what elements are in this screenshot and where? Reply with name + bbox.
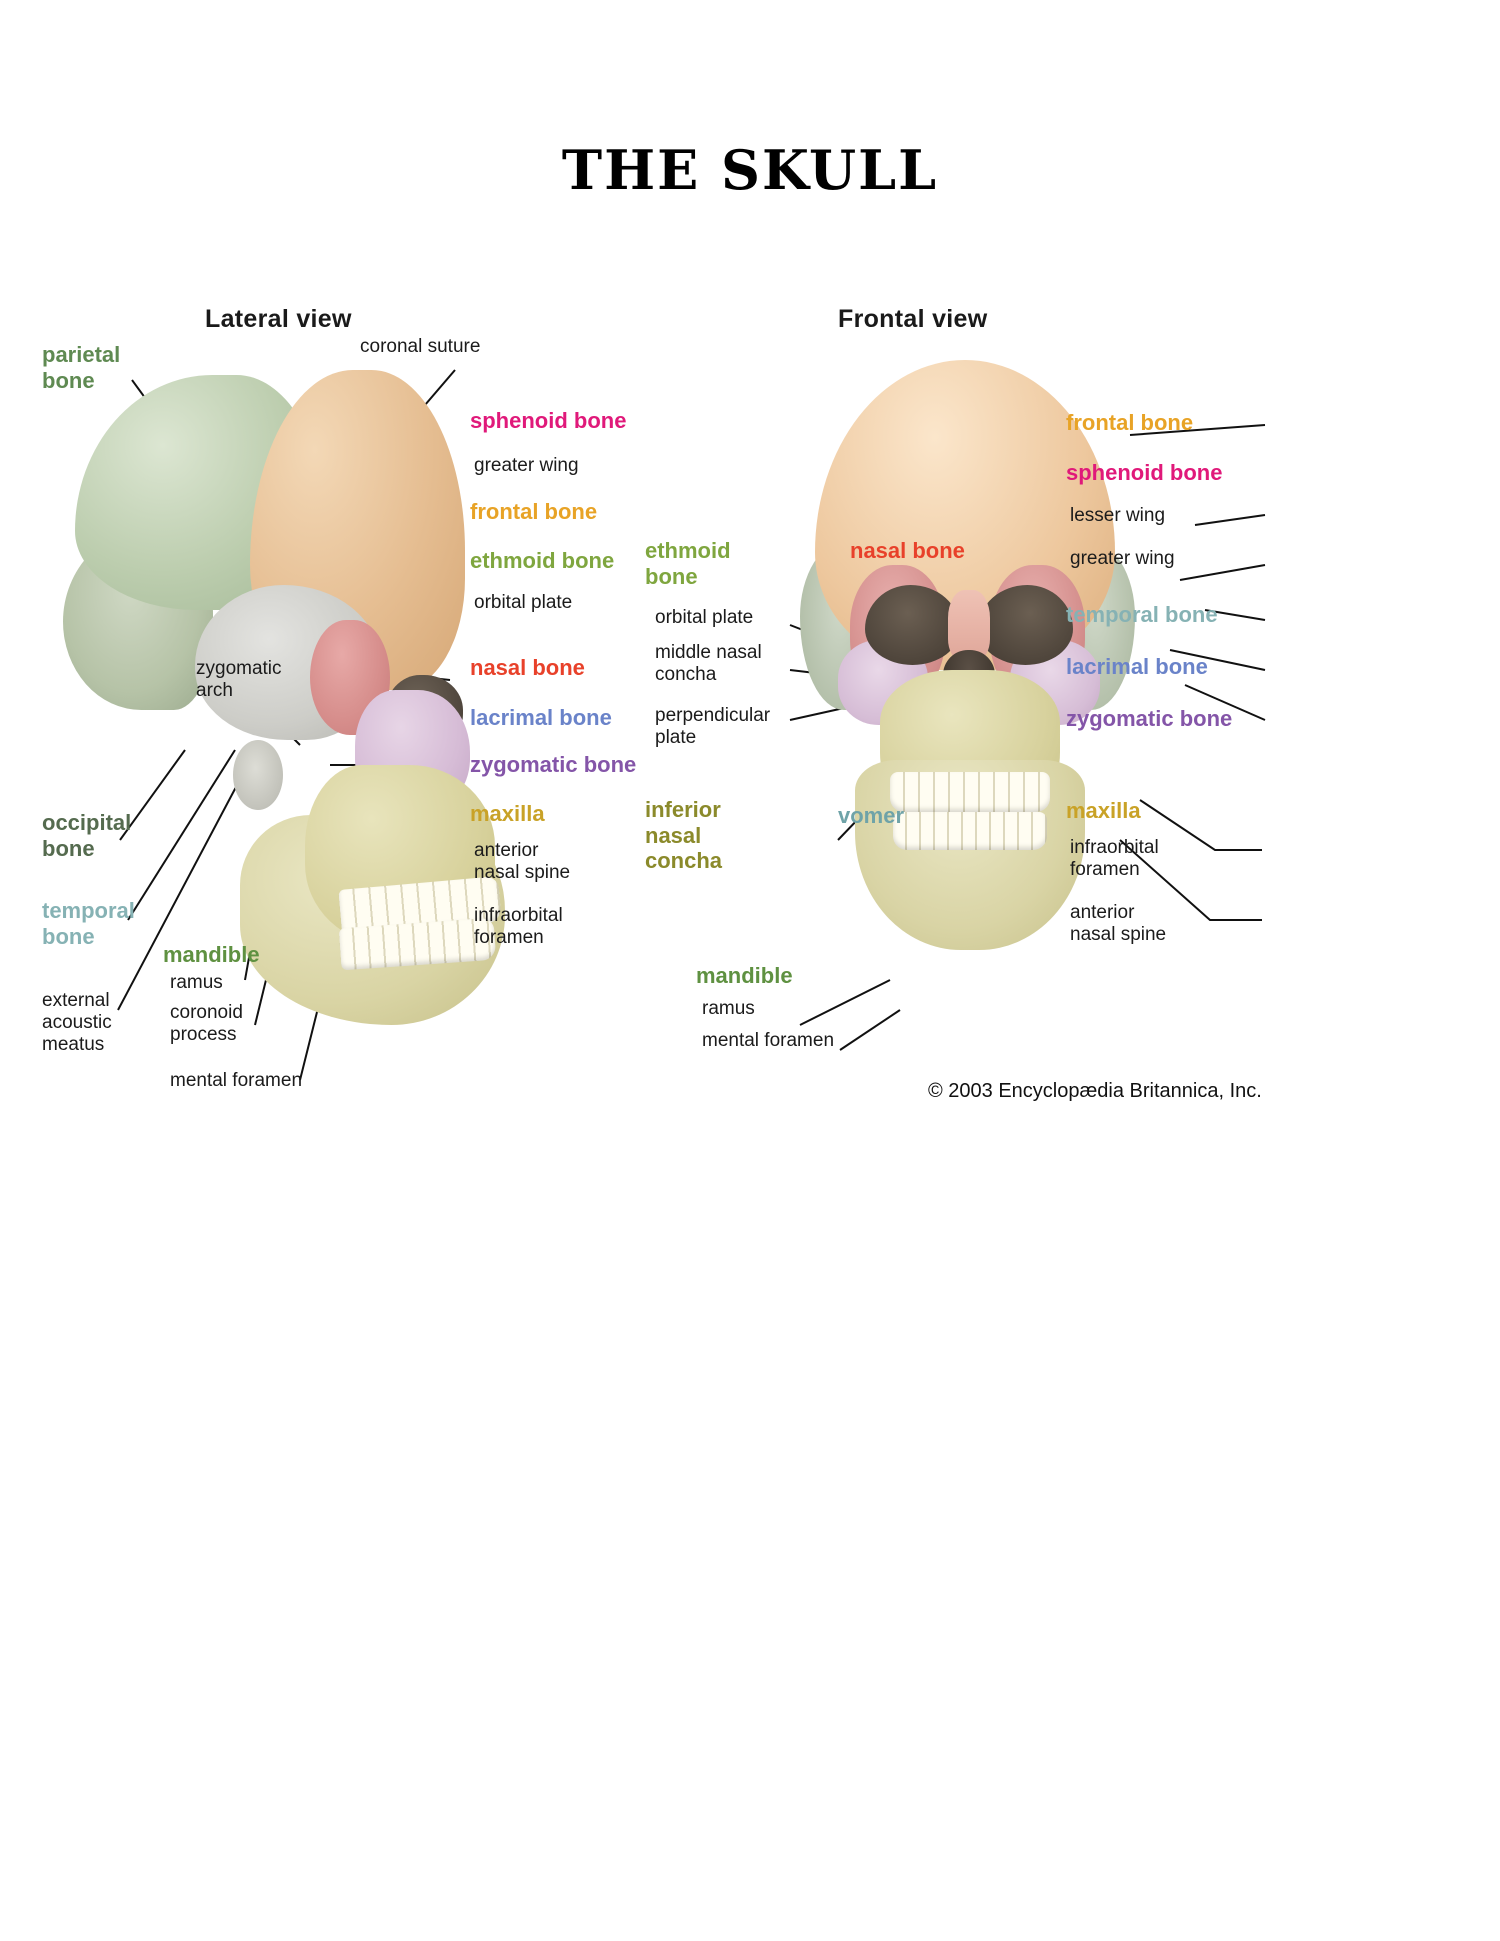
label-frontal-anterior-nasal-spine: anterior nasal spine	[1070, 902, 1167, 946]
label-lateral-sphenoid-bone: sphenoid bone	[470, 408, 627, 433]
label-lateral-orbital-plate: orbital plate	[474, 592, 573, 613]
label-frontal-temporal-bone: temporal bone	[1066, 602, 1218, 627]
label-lateral-mandible: mandible	[163, 942, 260, 967]
label-lateral-ethmoid-bone: ethmoid bone	[470, 548, 615, 573]
page-title: THE SKULL	[561, 138, 939, 202]
label-frontal-vomer: vomer	[838, 803, 905, 828]
label-lateral-greater-wing: greater wing	[474, 455, 579, 476]
label-frontal-orbital-plate: orbital plate	[655, 607, 754, 628]
label-lateral-mental-foramen: mental foramen	[170, 1070, 303, 1091]
label-lateral-coronal-suture: coronal suture	[360, 336, 481, 357]
label-lateral-temporal-bone: temporal bone	[42, 898, 135, 949]
nasal-bone-region	[948, 590, 990, 660]
label-frontal-frontal-bone: frontal bone	[1066, 410, 1194, 435]
external-acoustic-meatus-region	[233, 740, 283, 810]
label-lateral-zygomatic-bone: zygomatic bone	[470, 752, 637, 777]
label-frontal-sphenoid-bone: sphenoid bone	[1066, 460, 1223, 485]
label-frontal-lesser-wing: lesser wing	[1070, 505, 1166, 526]
label-frontal-lacrimal-bone: lacrimal bone	[1066, 654, 1208, 679]
lateral-skull-illustration	[55, 335, 505, 1135]
label-lateral-maxilla: maxilla	[470, 801, 545, 826]
skull-figure: Lateral view Frontal view parietal bone …	[0, 280, 1500, 1360]
label-lateral-zygomatic-arch: zygomatic arch	[196, 658, 282, 702]
label-lateral-ramus: ramus	[170, 972, 223, 993]
view-title-lateral: Lateral view	[205, 305, 352, 333]
label-lateral-parietal-bone: parietal bone	[42, 342, 121, 393]
view-title-frontal: Frontal view	[838, 305, 988, 333]
label-lateral-coronoid-process: coronoid process	[170, 1002, 243, 1046]
label-lateral-infraorbital-foramen: infraorbital foramen	[474, 905, 563, 949]
label-frontal-nasal-bone: nasal bone	[850, 538, 965, 563]
label-lateral-anterior-nasal-spine: anterior nasal spine	[474, 840, 571, 884]
label-frontal-maxilla: maxilla	[1066, 798, 1141, 823]
label-frontal-greater-wing: greater wing	[1070, 548, 1175, 569]
label-frontal-ethmoid-bone: ethmoid bone	[645, 538, 731, 589]
label-lateral-frontal-bone: frontal bone	[470, 499, 598, 524]
label-lateral-occipital-bone: occipital bone	[42, 810, 132, 861]
label-frontal-mandible: mandible	[696, 963, 793, 988]
label-frontal-perpendicular-plate: perpendicular plate	[655, 705, 771, 749]
label-frontal-inferior-nasal-concha: inferior nasal concha	[645, 797, 723, 874]
orbit-region-right	[978, 585, 1073, 665]
orbit-region-left	[865, 585, 960, 665]
label-frontal-zygomatic-bone: zygomatic bone	[1066, 706, 1233, 731]
label-lateral-external-acoustic-meatus: external acoustic meatus	[42, 990, 112, 1056]
label-frontal-middle-nasal-concha: middle nasal concha	[655, 642, 762, 686]
label-frontal-mental-foramen: mental foramen	[702, 1030, 835, 1051]
label-frontal-infraorbital-foramen: infraorbital foramen	[1070, 837, 1159, 881]
upper-teeth	[890, 772, 1050, 812]
label-lateral-nasal-bone: nasal bone	[470, 655, 585, 680]
lower-teeth	[893, 812, 1047, 850]
label-lateral-lacrimal-bone: lacrimal bone	[470, 705, 612, 730]
label-frontal-ramus: ramus	[702, 998, 755, 1019]
copyright-notice: © 2003 Encyclopædia Britannica, Inc.	[928, 1080, 1262, 1102]
frontal-skull-illustration	[760, 340, 1180, 1130]
